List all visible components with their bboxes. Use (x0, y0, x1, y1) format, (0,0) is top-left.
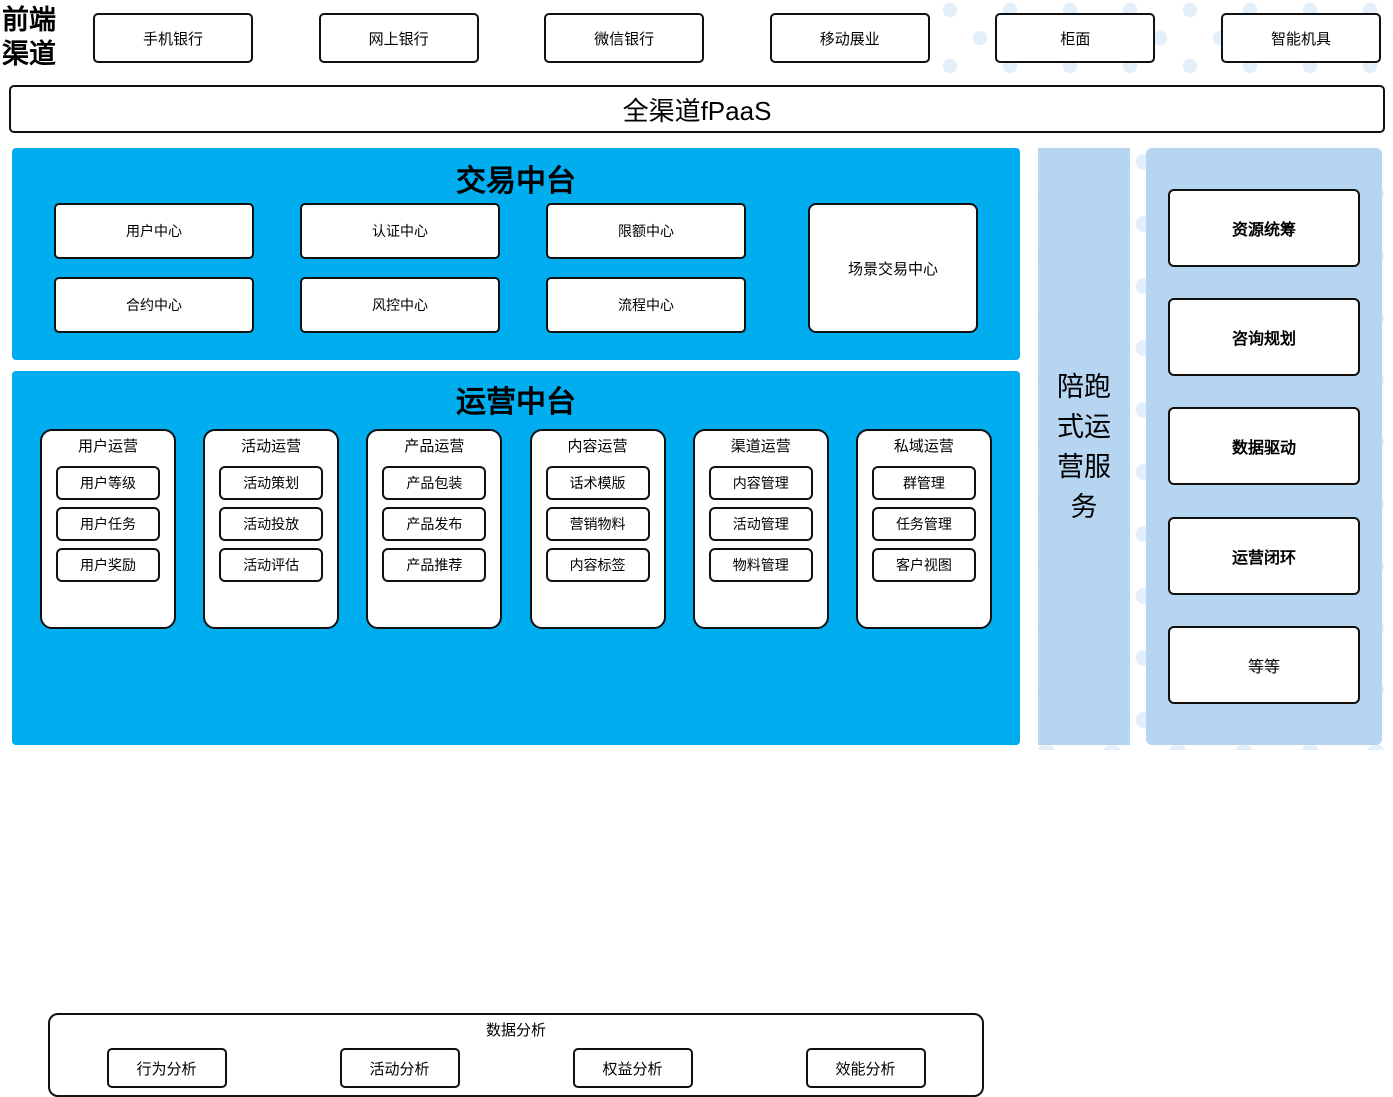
ops-item-campaign-delivery[interactable]: 活动投放 (219, 507, 324, 541)
trade-middle-platform-panel: 交易中台 用户中心 认证中心 限额中心 合约中心 风控中心 流程中心 场景交易中… (12, 148, 1020, 360)
front-end-channel-label-line1: 前端 (2, 5, 56, 35)
service-card-operation-closed-loop[interactable]: 运营闭环 (1168, 516, 1360, 595)
operations-platform-title: 运营中台 (456, 386, 576, 419)
ops-column-title: 产品运营 (404, 438, 465, 455)
ops-column-title: 活动运营 (241, 438, 302, 455)
trade-platform-grid: 用户中心 认证中心 限额中心 合约中心 风控中心 流程中心 场景交易中心 (42, 203, 992, 343)
ops-item-content-tag[interactable]: 内容标签 (545, 548, 650, 582)
ops-item-content-management[interactable]: 内容管理 (708, 466, 813, 500)
service-card-column: 资源统筹 咨询规划 数据驱动 运营闭环 等等 (1146, 148, 1382, 745)
ops-item-product-packaging[interactable]: 产品包装 (382, 466, 487, 500)
ops-item-material-management[interactable]: 物料管理 (708, 548, 813, 582)
channel-smart-machine[interactable]: 智能机具 (1220, 13, 1381, 63)
data-analysis-behavior[interactable]: 行为分析 (106, 1048, 227, 1088)
trade-limit-center[interactable]: 限额中心 (546, 203, 746, 259)
ops-column-title: 内容运营 (567, 438, 628, 455)
trade-user-center[interactable]: 用户中心 (54, 203, 254, 259)
ops-item-task-management[interactable]: 任务管理 (871, 507, 976, 541)
ops-column-title: 用户运营 (77, 438, 138, 455)
trade-scene-center[interactable]: 场景交易中心 (808, 203, 978, 333)
data-analysis-title: 数据分析 (485, 1022, 546, 1039)
channel-internet-banking[interactable]: 网上银行 (318, 13, 479, 63)
operations-middle-platform-panel: 运营中台 用户运营 用户等级 用户任务 用户奖励 活动运营 活动策划 活动投放 … (12, 371, 1020, 1097)
ops-column-user-operations[interactable]: 用户运营 用户等级 用户任务 用户奖励 (40, 429, 176, 629)
ops-item-user-level[interactable]: 用户等级 (56, 466, 160, 500)
trade-risk-center[interactable]: 风控中心 (300, 277, 500, 333)
channel-counter[interactable]: 柜面 (995, 13, 1156, 63)
ops-column-channel-operations[interactable]: 渠道运营 内容管理 活动管理 物料管理 (692, 429, 829, 629)
ops-column-private-domain-operations[interactable]: 私域运营 群管理 任务管理 客户视图 (855, 429, 992, 629)
ops-item-marketing-material[interactable]: 营销物料 (545, 507, 650, 541)
ops-column-content-operations[interactable]: 内容运营 话术模版 营销物料 内容标签 (529, 429, 666, 629)
front-end-channel-row: 手机银行 网上银行 微信银行 移动展业 柜面 智能机具 (93, 13, 1381, 63)
trade-contract-center[interactable]: 合约中心 (54, 277, 254, 333)
ops-column-campaign-operations[interactable]: 活动运营 活动策划 活动投放 活动评估 (203, 429, 340, 629)
channel-mobile-banking[interactable]: 手机银行 (93, 13, 253, 63)
trade-process-center[interactable]: 流程中心 (546, 277, 746, 333)
service-card-resource-coordination[interactable]: 资源统筹 (1168, 189, 1360, 268)
ops-item-script-template[interactable]: 话术模版 (545, 466, 650, 500)
service-card-data-driven[interactable]: 数据驱动 (1168, 407, 1360, 486)
channel-mobile-field-service[interactable]: 移动展业 (769, 13, 930, 63)
channel-wechat-banking[interactable]: 微信银行 (544, 13, 705, 63)
front-end-channel-label-line2: 渠道 (2, 39, 56, 69)
ops-item-campaign-evaluation[interactable]: 活动评估 (219, 548, 324, 582)
companion-operation-service-band: 陪跑式运营服务 (1038, 148, 1130, 745)
data-analysis-benefit[interactable]: 权益分析 (572, 1048, 693, 1088)
data-analysis-group[interactable]: 数据分析 行为分析 活动分析 权益分析 效能分析 (48, 1013, 984, 1097)
data-analysis-efficiency[interactable]: 效能分析 (805, 1048, 926, 1088)
ops-item-campaign-planning[interactable]: 活动策划 (219, 466, 324, 500)
service-card-etc[interactable]: 等等 (1168, 625, 1360, 704)
companion-operation-service-label: 陪跑式运营服务 (1057, 371, 1111, 522)
omnichannel-fpaas-band[interactable]: 全渠道fPaaS (9, 85, 1385, 133)
ops-column-title: 私域运营 (893, 438, 954, 455)
ops-item-customer-view[interactable]: 客户视图 (871, 548, 976, 582)
data-analysis-item-row: 行为分析 活动分析 权益分析 效能分析 (50, 1045, 982, 1091)
ops-item-product-release[interactable]: 产品发布 (382, 507, 487, 541)
ops-item-product-recommendation[interactable]: 产品推荐 (382, 548, 487, 582)
ops-item-user-task[interactable]: 用户任务 (56, 507, 160, 541)
ops-item-campaign-management[interactable]: 活动管理 (708, 507, 813, 541)
ops-item-group-management[interactable]: 群管理 (871, 466, 976, 500)
data-analysis-campaign[interactable]: 活动分析 (339, 1048, 460, 1088)
trade-auth-center[interactable]: 认证中心 (300, 203, 500, 259)
ops-item-user-reward[interactable]: 用户奖励 (56, 548, 160, 582)
service-card-consulting-planning[interactable]: 咨询规划 (1168, 298, 1360, 377)
operations-column-group: 用户运营 用户等级 用户任务 用户奖励 活动运营 活动策划 活动投放 活动评估 … (40, 429, 992, 629)
ops-column-product-operations[interactable]: 产品运营 产品包装 产品发布 产品推荐 (366, 429, 503, 629)
trade-platform-title: 交易中台 (456, 165, 576, 198)
ops-column-title: 渠道运营 (730, 438, 791, 455)
front-end-channel-label: 前端 渠道 (2, 2, 84, 72)
